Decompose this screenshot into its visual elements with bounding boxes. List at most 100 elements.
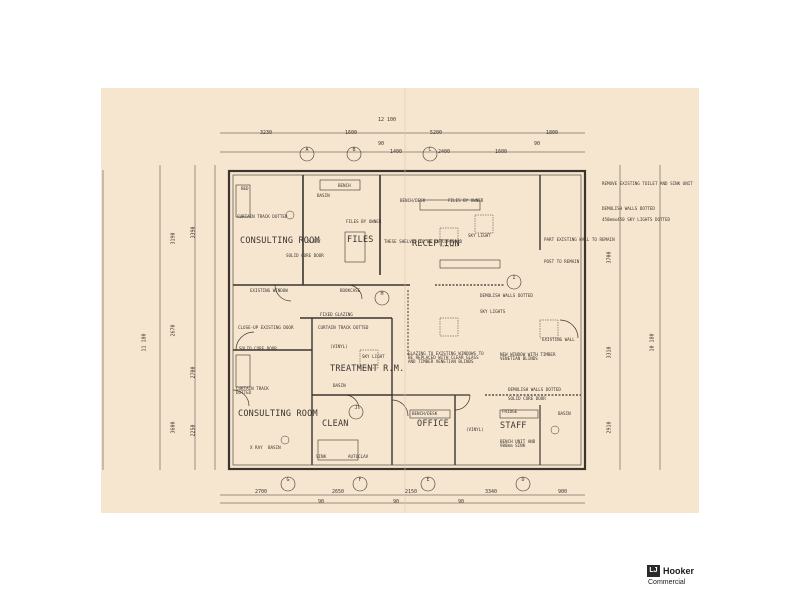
- brand-logo: LJ Hooker Commercial: [647, 565, 701, 589]
- grid-tag-letter: B: [352, 147, 356, 153]
- basin: [280, 435, 290, 445]
- note: FRIDGE: [502, 409, 518, 414]
- grid-tag-letter: F: [358, 477, 362, 483]
- dimension: 5200: [430, 130, 443, 136]
- note: BENCH/DESK: [412, 411, 438, 416]
- note: GLAZING TO EXISTING WINDOWS TO BE REPLAC…: [408, 351, 484, 365]
- dimension: 12 100: [378, 117, 397, 123]
- reception-counter: [439, 259, 501, 269]
- note: DEMOLISH WALLS DOTTED: [480, 293, 533, 298]
- note: FILES BY OWNER: [346, 219, 382, 224]
- grid-tag-letter: I: [512, 275, 516, 281]
- dimension: 2650: [332, 489, 345, 495]
- grid-tag-letter: H: [380, 291, 384, 297]
- dimension: 1600: [495, 149, 508, 155]
- note: AUTOCLAV: [348, 454, 369, 459]
- note: DEMOLISH WALLS DOTTED: [508, 387, 561, 392]
- dimension: 1600: [345, 130, 358, 136]
- note: SKY LIGHT: [362, 354, 385, 359]
- files-shelf: [344, 231, 366, 263]
- note: SKY LIGHT: [468, 233, 491, 238]
- dimension: 2150: [405, 489, 418, 495]
- dimension: 2700: [255, 489, 268, 495]
- skylight: [474, 214, 494, 234]
- door-swing: [232, 389, 250, 407]
- note: CLOSE-UP EXISTING DOOR: [238, 325, 294, 330]
- dimension: 3600: [170, 421, 177, 434]
- note: BED: [241, 186, 249, 191]
- reception-desk: [419, 199, 481, 211]
- note: CURTAIN TRACK DOTTED: [236, 386, 269, 396]
- dimension: 1400: [390, 149, 403, 155]
- skylight: [359, 349, 379, 369]
- room-label-reception: RECEPTION: [412, 239, 460, 249]
- dimension: 3230: [260, 130, 273, 136]
- note: BENCH: [338, 183, 351, 188]
- note: DEMOLISH WALLS DOTTED: [602, 206, 655, 211]
- note: BENCH UNIT AND 900mm SINK: [500, 439, 536, 449]
- dimension: 900: [558, 489, 568, 495]
- note: EXISTING WALL: [542, 337, 575, 342]
- note: SOLID CORE DOOR: [239, 346, 277, 351]
- bench: [319, 179, 361, 191]
- room-label-consulting-1: CONSULTING ROOM: [240, 236, 320, 246]
- sink-unit: [317, 439, 359, 461]
- door-swing: [559, 319, 579, 339]
- dimension: 90: [458, 499, 465, 505]
- note: EXISTING WINDOW: [250, 288, 288, 293]
- room-label-office: OFFICE: [417, 419, 449, 429]
- room-label-consulting-2: CONSULTING ROOM: [238, 409, 318, 419]
- drawing-sheet: [101, 88, 699, 513]
- grid-tag-letter: E: [426, 477, 430, 483]
- dimension: 3700: [606, 251, 613, 264]
- grid-tag: [515, 476, 531, 492]
- note: FIXED GLAZING: [320, 312, 353, 317]
- note: BENCH/DESK: [400, 198, 426, 203]
- door-swing: [391, 399, 409, 417]
- note: SOLID CORE DOOR: [508, 396, 546, 401]
- grid-tag: [346, 146, 362, 162]
- outer-wall-inner: [232, 174, 582, 466]
- brand-mark: LJ: [647, 565, 660, 577]
- dimension: 90: [318, 499, 325, 505]
- note: BASIN: [333, 383, 346, 388]
- room-label-treatment: TREATMENT R.M.: [330, 364, 405, 374]
- note: SKY LIGHTS: [480, 309, 506, 314]
- grid-tag: [374, 290, 390, 306]
- note: REMOVE EXISTING TOILET AND SINK UNIT: [602, 181, 693, 186]
- dimension: 2250: [190, 424, 197, 437]
- staff-bench: [499, 409, 539, 419]
- grid-tag: [348, 404, 364, 420]
- note: BASIN: [317, 193, 330, 198]
- skylight: [439, 317, 459, 337]
- dimension: 90: [393, 499, 400, 505]
- grid-tag: [280, 476, 296, 492]
- room-label-files: FILES: [347, 235, 374, 245]
- office-desk: [409, 409, 451, 419]
- grid-tag-letter: D: [521, 477, 525, 483]
- dimension: 3390: [190, 226, 197, 239]
- grid-tag: [422, 146, 438, 162]
- door-swing: [274, 284, 292, 302]
- note: FILES BY OWNER: [448, 198, 484, 203]
- door-swing: [344, 394, 360, 410]
- note: CURTAIN TRACK DOTTED: [237, 214, 288, 219]
- basin: [285, 210, 295, 220]
- dimension: 2400: [438, 149, 451, 155]
- note: 450mmx450 SKY LIGHTS DOTTED: [602, 217, 671, 222]
- dimension: 1800: [546, 130, 559, 136]
- note: SINK: [316, 454, 327, 459]
- door-swing: [235, 331, 255, 351]
- note: SOLID CORE DOOR: [286, 253, 324, 258]
- note: POST TO REMAIN: [544, 259, 580, 264]
- dimension: 2700: [190, 366, 197, 379]
- note: X RAY: [308, 239, 321, 244]
- room-label-staff: STAFF: [500, 421, 527, 431]
- dimension: 10 180: [649, 333, 656, 352]
- dimension: 3340: [485, 489, 498, 495]
- grid-tag-letter: J: [354, 405, 358, 411]
- note: PART EXISTING WALL TO REMAIN: [544, 237, 615, 242]
- dimension: 2670: [170, 324, 177, 337]
- dimension: 90: [378, 141, 385, 147]
